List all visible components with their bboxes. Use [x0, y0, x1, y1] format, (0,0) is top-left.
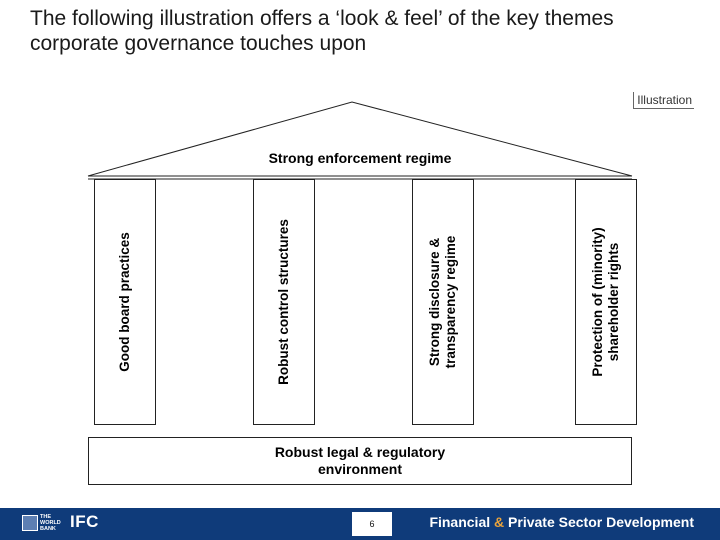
world-bank-label: THE WORLD BANK [40, 514, 61, 532]
roof-label: Strong enforcement regime [268, 150, 452, 166]
footer-bar: THE WORLD BANK IFC 6 Financial & Private… [0, 508, 720, 540]
pillar-board-practices: Good board practices [94, 179, 156, 425]
footer-title: Financial & Private Sector Development [429, 514, 694, 530]
footer-title-amp: & [494, 514, 505, 530]
page-number: 6 [352, 512, 392, 536]
foundation-box: Robust legal & regulatory environment [88, 437, 632, 485]
footer-title-part1: Financial [429, 514, 495, 530]
slide-title: The following illustration offers a ‘loo… [30, 7, 614, 55]
pillar-label: Robust control structures [276, 219, 291, 385]
pillar-label: Protection of (minority) shareholder rig… [590, 227, 621, 377]
pillar-control-structures: Robust control structures [253, 179, 315, 425]
pillar-disclosure: Strong disclosure & transparency regime [412, 179, 474, 425]
ifc-logo: IFC [70, 512, 99, 531]
pillar-label: Good board practices [117, 232, 132, 372]
footer-title-part2: Private Sector Development [504, 514, 694, 530]
illustration-tag: Illustration [633, 92, 694, 109]
world-bank-logo-icon [22, 515, 38, 531]
pillar-shareholder-rights: Protection of (minority) shareholder rig… [575, 179, 637, 425]
pillar-label: Strong disclosure & transparency regime [427, 235, 458, 369]
foundation-label: Robust legal & regulatory environment [274, 444, 446, 477]
